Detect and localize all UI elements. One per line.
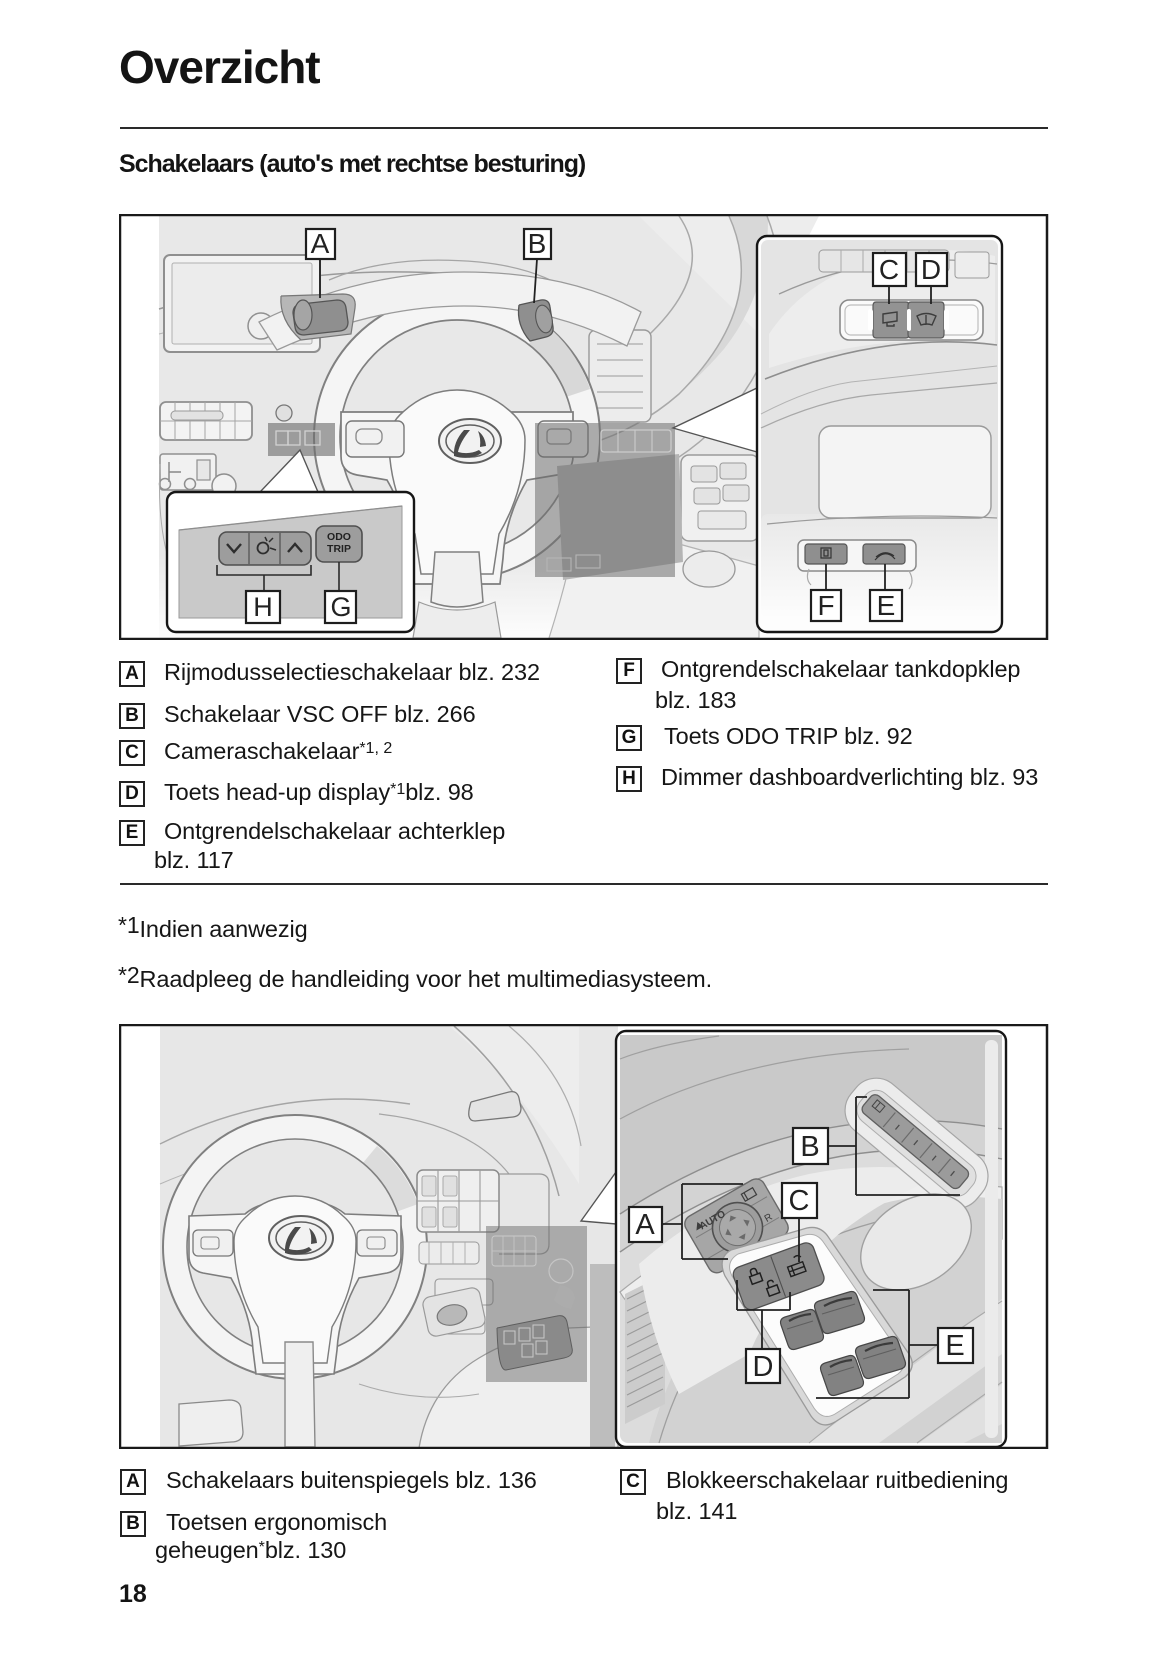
svg-text:B: B (800, 1131, 819, 1163)
svg-text:D: D (753, 1351, 774, 1383)
svg-text:G: G (330, 592, 351, 622)
svg-text:H: H (253, 592, 273, 622)
svg-text:TRIP: TRIP (327, 543, 351, 555)
svg-text:A: A (635, 1209, 655, 1241)
svg-text:D: D (921, 254, 941, 285)
svg-text:C: C (789, 1185, 810, 1217)
svg-text:B: B (528, 228, 547, 259)
svg-text:ODO: ODO (327, 531, 351, 543)
svg-text:E: E (877, 590, 896, 621)
svg-text:A: A (311, 228, 330, 259)
svg-text:C: C (879, 254, 899, 285)
svg-text:F: F (817, 590, 834, 621)
svg-text:E: E (945, 1330, 964, 1362)
svg-text:R: R (763, 1212, 775, 1225)
